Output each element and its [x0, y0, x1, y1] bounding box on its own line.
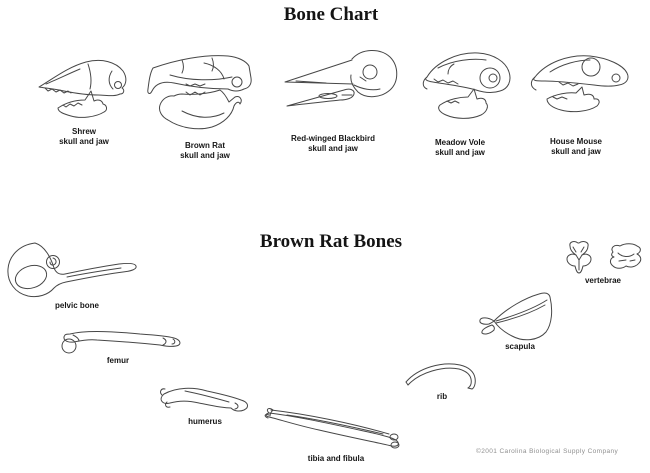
skull-label-shrew: Shrew skull and jaw — [59, 127, 109, 147]
vertebra-side-illustration — [610, 243, 642, 269]
vertebra-front-illustration — [566, 241, 592, 274]
section-title: Brown Rat Bones — [259, 231, 403, 252]
skull-label-meadow-vole: Meadow Vole skull and jaw — [435, 138, 485, 158]
skull-sub: skull and jaw — [59, 137, 109, 146]
scapula-illustration — [479, 292, 553, 341]
bone-label-scapula: scapula — [505, 342, 535, 351]
bone-label-tibia-and-fibula: tibia and fibula — [307, 454, 365, 463]
brown-rat-skull-illustration — [147, 55, 252, 130]
bone-label-pelvic-bone: pelvic bone — [54, 301, 100, 310]
skull-name: Brown Rat — [184, 141, 225, 150]
bone-label-vertebrae: vertebrae — [584, 276, 622, 285]
skull-sub: skull and jaw — [551, 147, 601, 156]
meadow-vole-skull-illustration — [422, 52, 511, 119]
bone-label-femur: femur — [106, 356, 130, 365]
red-winged-blackbird-skull-illustration — [284, 50, 398, 107]
skull-name: Red-winged Blackbird — [290, 134, 376, 143]
skull-label-red-winged-blackbird: Red-winged Blackbird skull and jaw — [291, 134, 375, 154]
skull-name: House Mouse — [549, 137, 603, 146]
copyright-notice: ©2001 Carolina Biological Supply Company — [476, 448, 619, 455]
bone-label-humerus: humerus — [188, 417, 222, 426]
skull-name: Meadow Vole — [434, 138, 486, 147]
page-title: Bone Chart — [283, 4, 379, 25]
skull-label-house-mouse: House Mouse skull and jaw — [550, 137, 602, 157]
shrew-skull-illustration — [38, 59, 127, 118]
skull-sub: skull and jaw — [435, 148, 485, 157]
skull-sub: skull and jaw — [308, 144, 358, 153]
skull-label-brown-rat: Brown Rat skull and jaw — [180, 141, 230, 161]
bone-label-rib: rib — [436, 392, 448, 401]
pelvic-bone-illustration — [7, 242, 137, 298]
skull-sub: skull and jaw — [180, 151, 230, 160]
house-mouse-skull-illustration — [530, 55, 629, 113]
humerus-illustration — [160, 387, 249, 412]
femur-illustration — [61, 330, 181, 354]
rib-illustration — [405, 363, 476, 390]
tibia-and-fibula-illustration — [264, 408, 400, 449]
skull-name: Shrew — [71, 127, 97, 136]
